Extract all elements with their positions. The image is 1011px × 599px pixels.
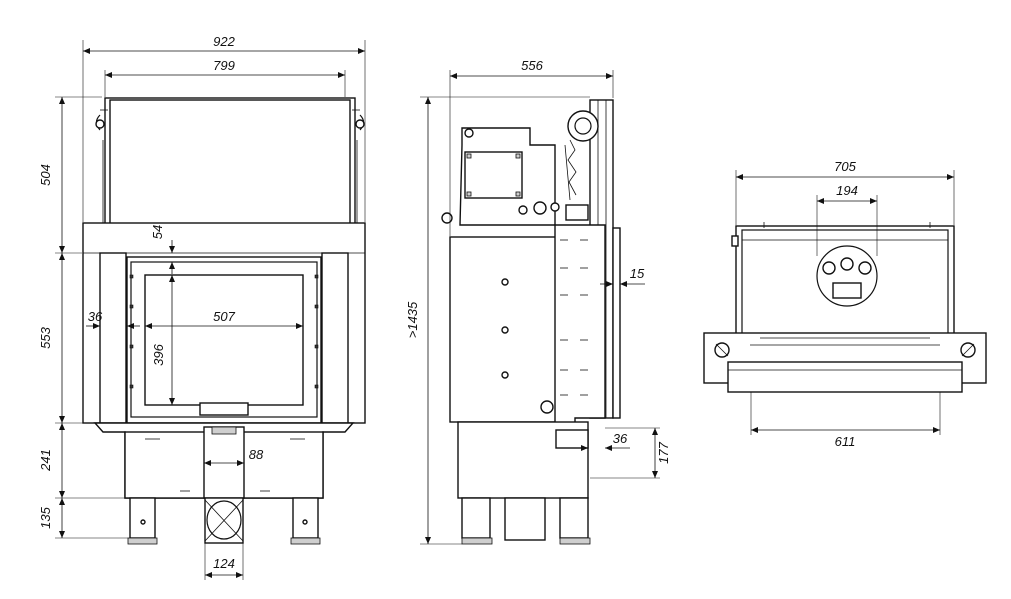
- dim-front-duct-width: 88: [249, 447, 264, 462]
- front-air-duct: [203, 426, 245, 499]
- dim-front-door-height: 553: [38, 326, 53, 348]
- side-view: 556 >1435 15 36 177: [405, 58, 671, 545]
- dim-front-leg-height: 135: [38, 506, 53, 528]
- side-counterweight-wheel: [567, 110, 599, 142]
- dim-side-rear-offset: 36: [613, 431, 628, 446]
- front-leg-left: [129, 497, 156, 539]
- front-glass: [144, 274, 304, 406]
- top-front-panel: [727, 361, 963, 393]
- dim-front-outlet-width: 124: [213, 556, 235, 571]
- side-door-frame: [554, 224, 606, 431]
- dim-front-glass-top-offset: 54: [150, 225, 165, 239]
- dim-front-side-offset: 36: [88, 309, 103, 324]
- top-main-outline: [735, 225, 955, 339]
- dim-side-overall-depth: 556: [521, 58, 543, 73]
- top-flue-outlet: [816, 245, 878, 307]
- dim-front-glass-width: 507: [213, 309, 235, 324]
- front-door-handle: [199, 402, 249, 416]
- dim-side-frame-depth: 15: [630, 266, 645, 281]
- dim-top-width: 705: [834, 159, 856, 174]
- dim-front-base-height: 241: [38, 449, 53, 472]
- front-leg-right: [292, 497, 319, 539]
- dim-front-overall-width: 922: [213, 34, 235, 49]
- front-view: 922 799 504 553 241 135 54 36 507 396: [38, 34, 366, 580]
- dim-front-top-width: 799: [213, 58, 235, 73]
- dim-front-glass-height: 396: [151, 343, 166, 365]
- dim-top-base-width: 611: [835, 434, 856, 449]
- dim-side-rear-height: 177: [656, 441, 671, 463]
- dim-front-top-height: 504: [38, 164, 53, 186]
- dim-side-total-height: >1435: [405, 301, 420, 338]
- top-view: 705 194 611: [703, 159, 987, 449]
- dim-top-flue-diameter: 194: [836, 183, 858, 198]
